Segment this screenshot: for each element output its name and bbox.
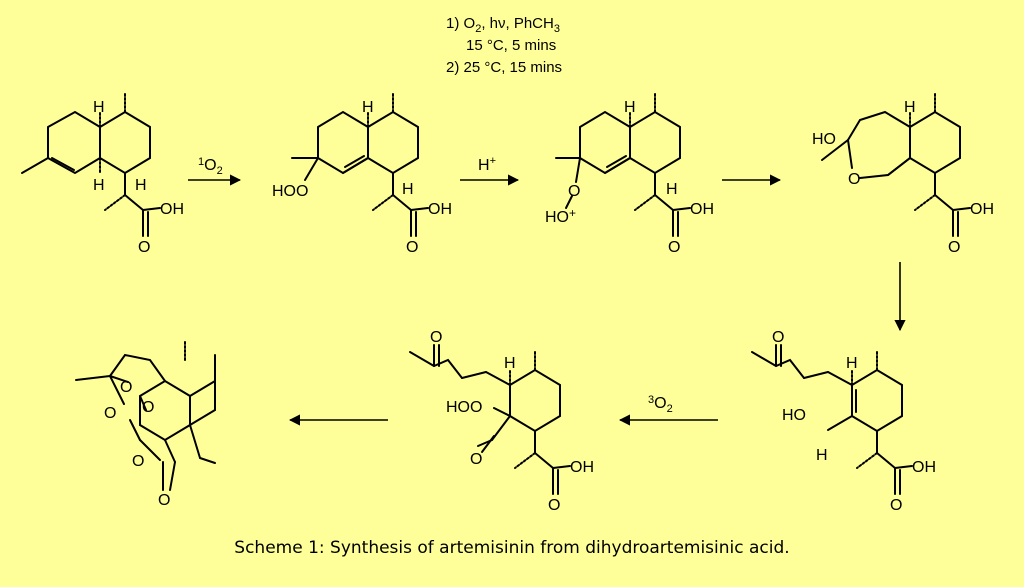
svg-text:1) O2, hν, PhCH3: 1) O2, hν, PhCH3: [446, 15, 560, 35]
svg-text:HOO: HOO: [446, 399, 482, 416]
svg-text:H: H: [846, 355, 858, 372]
svg-text:O: O: [158, 492, 170, 509]
svg-text:HO+: HO+: [545, 206, 576, 226]
svg-text:H: H: [402, 181, 414, 198]
svg-text:O: O: [548, 497, 560, 514]
svg-text:H: H: [362, 99, 374, 116]
compound-1-labels: H H H OH O: [93, 99, 184, 256]
svg-text:O: O: [430, 329, 442, 346]
svg-text:OH: OH: [970, 201, 994, 218]
compound-protonated-hydroperoxide: [555, 91, 691, 237]
compound-enol-ketone: [751, 344, 913, 495]
svg-text:H: H: [666, 181, 678, 198]
svg-text:OH: OH: [690, 201, 714, 218]
compound-artemisinin: [75, 339, 216, 491]
svg-text:O: O: [848, 171, 860, 188]
compound-7-labels: O O O O O: [104, 379, 170, 509]
svg-text:O: O: [890, 497, 902, 514]
svg-text:H: H: [504, 355, 516, 372]
svg-text:OH: OH: [912, 459, 936, 476]
svg-text:H+: H+: [478, 155, 496, 174]
compound-2-labels: H H HOO OH O: [272, 99, 452, 256]
svg-text:H: H: [93, 177, 105, 194]
svg-text:15 °C, 5 mins: 15 °C, 5 mins: [466, 37, 556, 54]
svg-text:OH: OH: [428, 201, 452, 218]
svg-text:O: O: [406, 239, 418, 256]
compound-4-labels: H HO O OH O: [812, 99, 994, 256]
svg-text:2) 25 °C, 15 mins: 2) 25 °C, 15 mins: [446, 59, 562, 76]
compound-allylic-hydroperoxide: [291, 91, 429, 237]
arrow-acid: H+: [460, 155, 520, 186]
svg-text:O: O: [104, 405, 116, 422]
svg-text:3O2: 3O2: [648, 394, 673, 415]
svg-text:H: H: [624, 99, 636, 116]
svg-text:H: H: [904, 99, 916, 116]
svg-text:O: O: [948, 239, 960, 256]
svg-text:O: O: [138, 239, 150, 256]
compound-6-labels: O H HOO O OH O: [430, 329, 594, 514]
svg-text:OH: OH: [160, 201, 184, 218]
svg-text:H: H: [93, 99, 105, 116]
svg-text:H: H: [816, 447, 828, 464]
svg-text:OH: OH: [570, 459, 594, 476]
svg-text:HO: HO: [812, 131, 836, 148]
svg-text:O: O: [142, 399, 154, 416]
svg-text:O: O: [668, 239, 680, 256]
compound-3-labels: H H O HO+ OH O: [545, 99, 714, 256]
svg-text:HO: HO: [782, 407, 806, 424]
svg-text:O: O: [568, 183, 580, 200]
svg-text:O: O: [772, 329, 784, 346]
compound-enol-ether-hemiketal: [821, 91, 971, 237]
svg-text:1O2: 1O2: [198, 156, 223, 177]
arrow-singlet-oxygen: 1O2: [188, 156, 242, 186]
compound-dihydroartemisinic-acid: [21, 91, 161, 237]
svg-text:O: O: [120, 379, 132, 396]
reaction-conditions: 1) O2, hν, PhCH3 15 °C, 5 mins 2) 25 °C,…: [446, 15, 562, 76]
arrow-triplet-oxygen: 3O2: [618, 394, 718, 426]
svg-text:HOO: HOO: [272, 183, 308, 200]
scheme-caption: Scheme 1: Synthesis of artemisinin from …: [234, 538, 790, 558]
compound-5-labels: O H HO H OH O: [772, 329, 936, 514]
svg-text:O: O: [132, 453, 144, 470]
svg-text:O: O: [470, 451, 482, 468]
svg-text:H: H: [135, 177, 147, 194]
compound-hydroperoxy-aldehyde: [409, 344, 571, 495]
